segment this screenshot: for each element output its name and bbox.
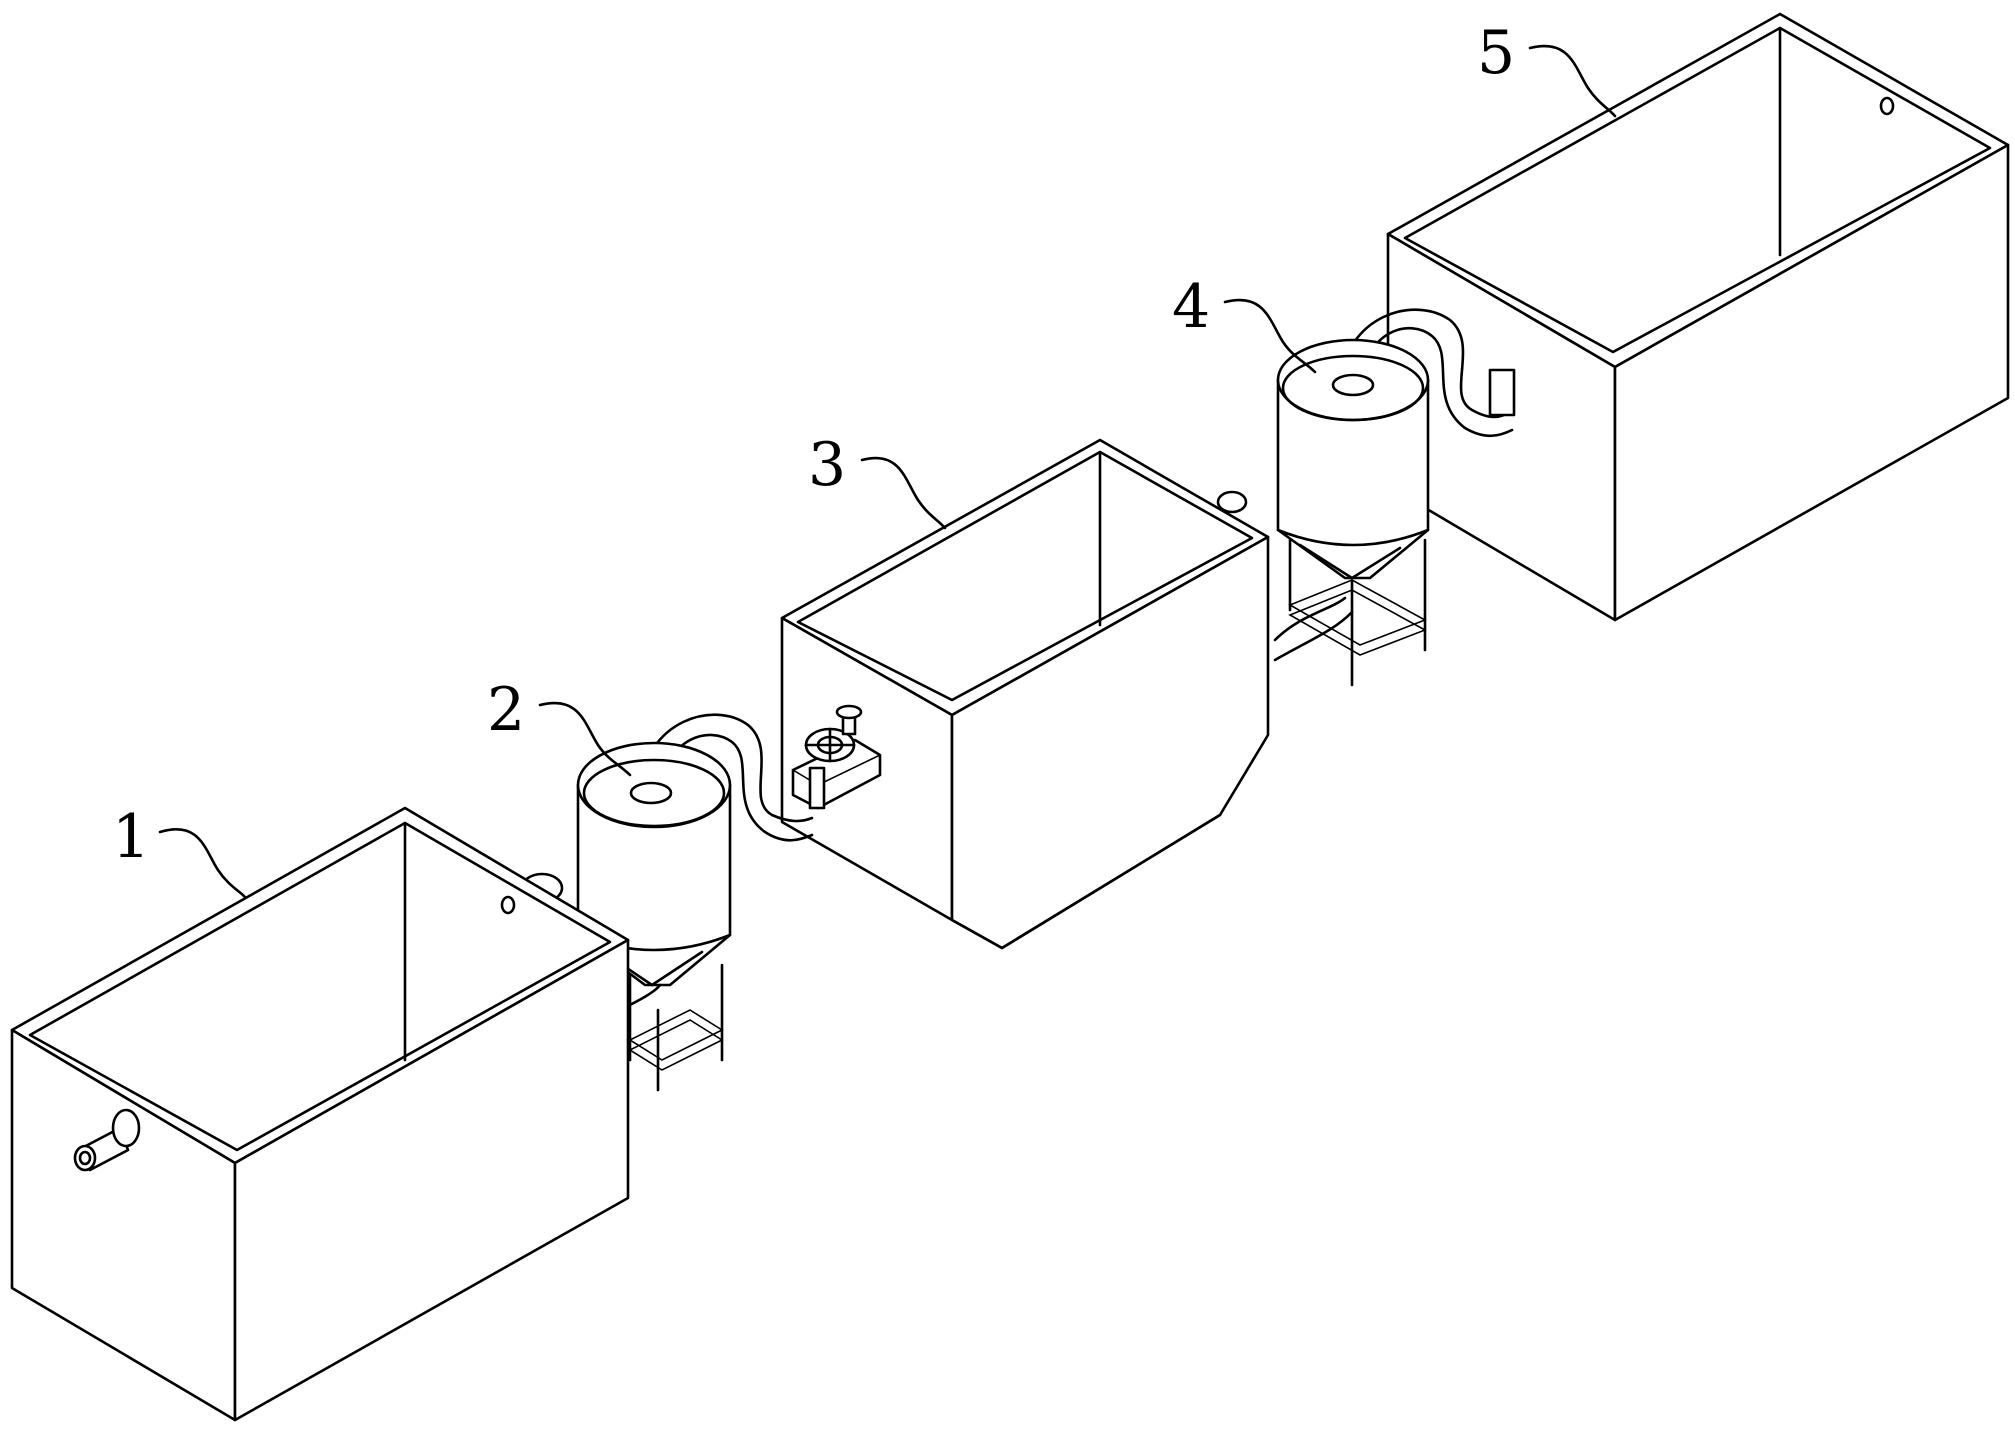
label-5: 5 (1477, 18, 1617, 118)
tank-5 (1386, 12, 2010, 622)
tank-1-side (233, 938, 630, 1422)
tank-5-side (1613, 143, 2010, 622)
tank-1 (10, 806, 630, 1422)
tank-5-inlet-flange (1488, 368, 1516, 417)
label-2-text: 2 (487, 675, 525, 745)
label-2: 2 (487, 675, 632, 777)
label-1: 1 (112, 802, 247, 899)
label-1-text: 1 (112, 802, 150, 872)
tank-3-inner (796, 450, 1254, 702)
label-3: 3 (808, 430, 947, 530)
tank-3 (780, 438, 1270, 950)
label-4-text: 4 (1172, 272, 1210, 342)
tank-1-drain-hole (500, 895, 516, 915)
label-5-text: 5 (1477, 18, 1515, 88)
label-4: 4 (1172, 272, 1317, 374)
tank-1-inner (28, 821, 612, 1152)
tank-5-drain-hole (1879, 96, 1895, 116)
label-3-text: 3 (808, 430, 846, 500)
hopper-4 (1216, 308, 1516, 687)
tank-5-inner (1403, 26, 1992, 354)
tank-1-inlet-pipe (73, 1108, 141, 1172)
